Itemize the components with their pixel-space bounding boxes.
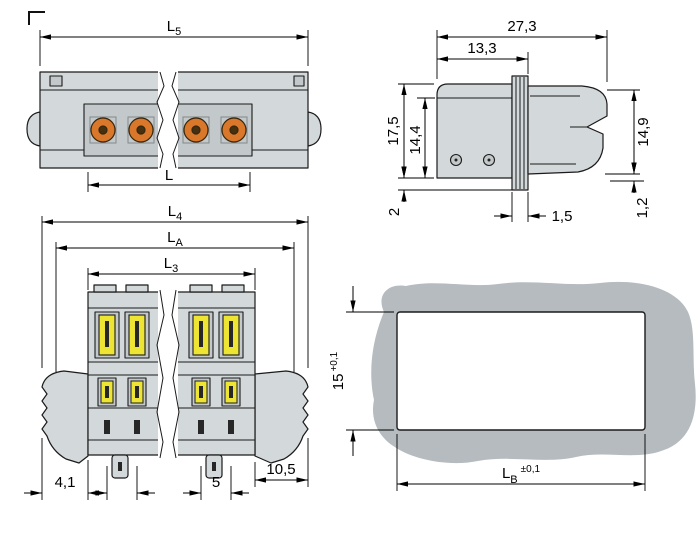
dim-label-13-3: 13,3 (467, 40, 496, 57)
lever-slot (229, 321, 233, 347)
dim-label-5: 5 (212, 474, 220, 491)
break-line (156, 289, 165, 459)
dim-15: 15+0,1 (329, 286, 394, 456)
dim-5: 5 (183, 466, 249, 500)
levers (98, 314, 240, 356)
dim-10-5: 10,5 (254, 438, 309, 487)
dim-label-14-4: 14,4 (407, 125, 424, 154)
screw-center (454, 158, 458, 162)
contact-center (229, 125, 239, 135)
dim-l: L (87, 167, 251, 192)
dim-label-4-1: 4,1 (55, 474, 76, 491)
plan-view: L4 LA L3 4,1 5 (24, 203, 309, 500)
dim-14-4: 14,4 (407, 97, 435, 178)
contact-center (98, 125, 108, 135)
dim-4-1: 4,1 (24, 438, 107, 500)
lever-slot (199, 321, 203, 347)
dim-label-1-5: 1,5 (552, 208, 573, 225)
bottom-slots (104, 420, 234, 434)
dim-label-17-5: 17,5 (385, 116, 402, 145)
mounting-ear-right (307, 111, 322, 147)
latch-wing-right (254, 370, 309, 464)
dim-label-lb: LB±0,1 (502, 464, 541, 486)
break-gap (158, 70, 178, 170)
dim-2: 2 (386, 166, 512, 216)
dim-label-10-5: 10,5 (266, 461, 295, 478)
dim-l5: L5 (39, 18, 309, 66)
dim-la: LA (55, 229, 295, 372)
dim-label-14-9: 14,9 (635, 117, 652, 146)
plan-body-edges (88, 307, 255, 441)
coding-tabs (93, 284, 245, 293)
contact-center (136, 125, 146, 135)
dim-label-la: LA (167, 229, 183, 249)
break-line (156, 71, 165, 169)
dim-label-l5: L5 (167, 18, 181, 38)
foot-hole (118, 462, 122, 471)
dim-13-3: 13,3 (437, 40, 529, 74)
lower-lever-slot (105, 386, 109, 398)
front-view: L5 L (26, 18, 322, 192)
dim-pitch-left (106, 466, 155, 500)
break-line (171, 71, 180, 169)
break-line (171, 289, 180, 459)
dim-l4: L4 (41, 203, 309, 368)
dim-1-2: 1,2 (610, 162, 651, 218)
svg-text:14,4: 14,4 (407, 125, 424, 154)
svg-text:2: 2 (386, 208, 403, 216)
dim-label-27-3: 27,3 (507, 18, 536, 35)
dim-1-5: 1,5 (494, 192, 572, 225)
dim-label-l4: L4 (168, 203, 182, 223)
foot-hole (212, 462, 216, 471)
svg-text:14,9: 14,9 (635, 117, 652, 146)
break-gap (158, 282, 178, 482)
dim-label-1-2: 1,2 (634, 198, 651, 219)
contact-pads (89, 116, 248, 144)
screw-center (487, 158, 491, 162)
panel-cutout (396, 311, 646, 431)
dim-label-l: L (165, 167, 173, 184)
lower-lever-slot (135, 386, 139, 398)
contacts (90, 117, 247, 143)
lower-lever-slot (199, 386, 203, 398)
frame-corner-mark (28, 11, 45, 25)
lower-levers (97, 377, 241, 407)
rear-body-edges (530, 95, 587, 165)
latch-wing-left (41, 370, 89, 464)
side-view: 27,3 13,3 17,5 14,4 14,9 2 (385, 18, 652, 225)
contact-center (191, 125, 201, 135)
lever-slot (105, 321, 109, 347)
cutout-view: 15+0,1 LB±0,1 (329, 281, 696, 491)
lower-lever-slot (229, 386, 233, 398)
svg-text:15+0,1: 15+0,1 (329, 351, 347, 390)
mounting-ear-left (26, 111, 41, 147)
flange-rib-lines (515, 77, 525, 189)
dim-label-15: 15+0,1 (329, 351, 347, 390)
svg-text:1,2: 1,2 (634, 198, 651, 219)
lever-slot (135, 321, 139, 347)
dim-27-3: 27,3 (436, 18, 608, 82)
dim-label-l3: L3 (164, 255, 178, 275)
dim-lb: LB±0,1 (396, 434, 646, 491)
svg-text:17,5: 17,5 (385, 116, 402, 145)
dim-l3: L3 (87, 255, 256, 290)
side-body-rear (527, 85, 608, 175)
dim-label-2: 2 (386, 208, 403, 216)
